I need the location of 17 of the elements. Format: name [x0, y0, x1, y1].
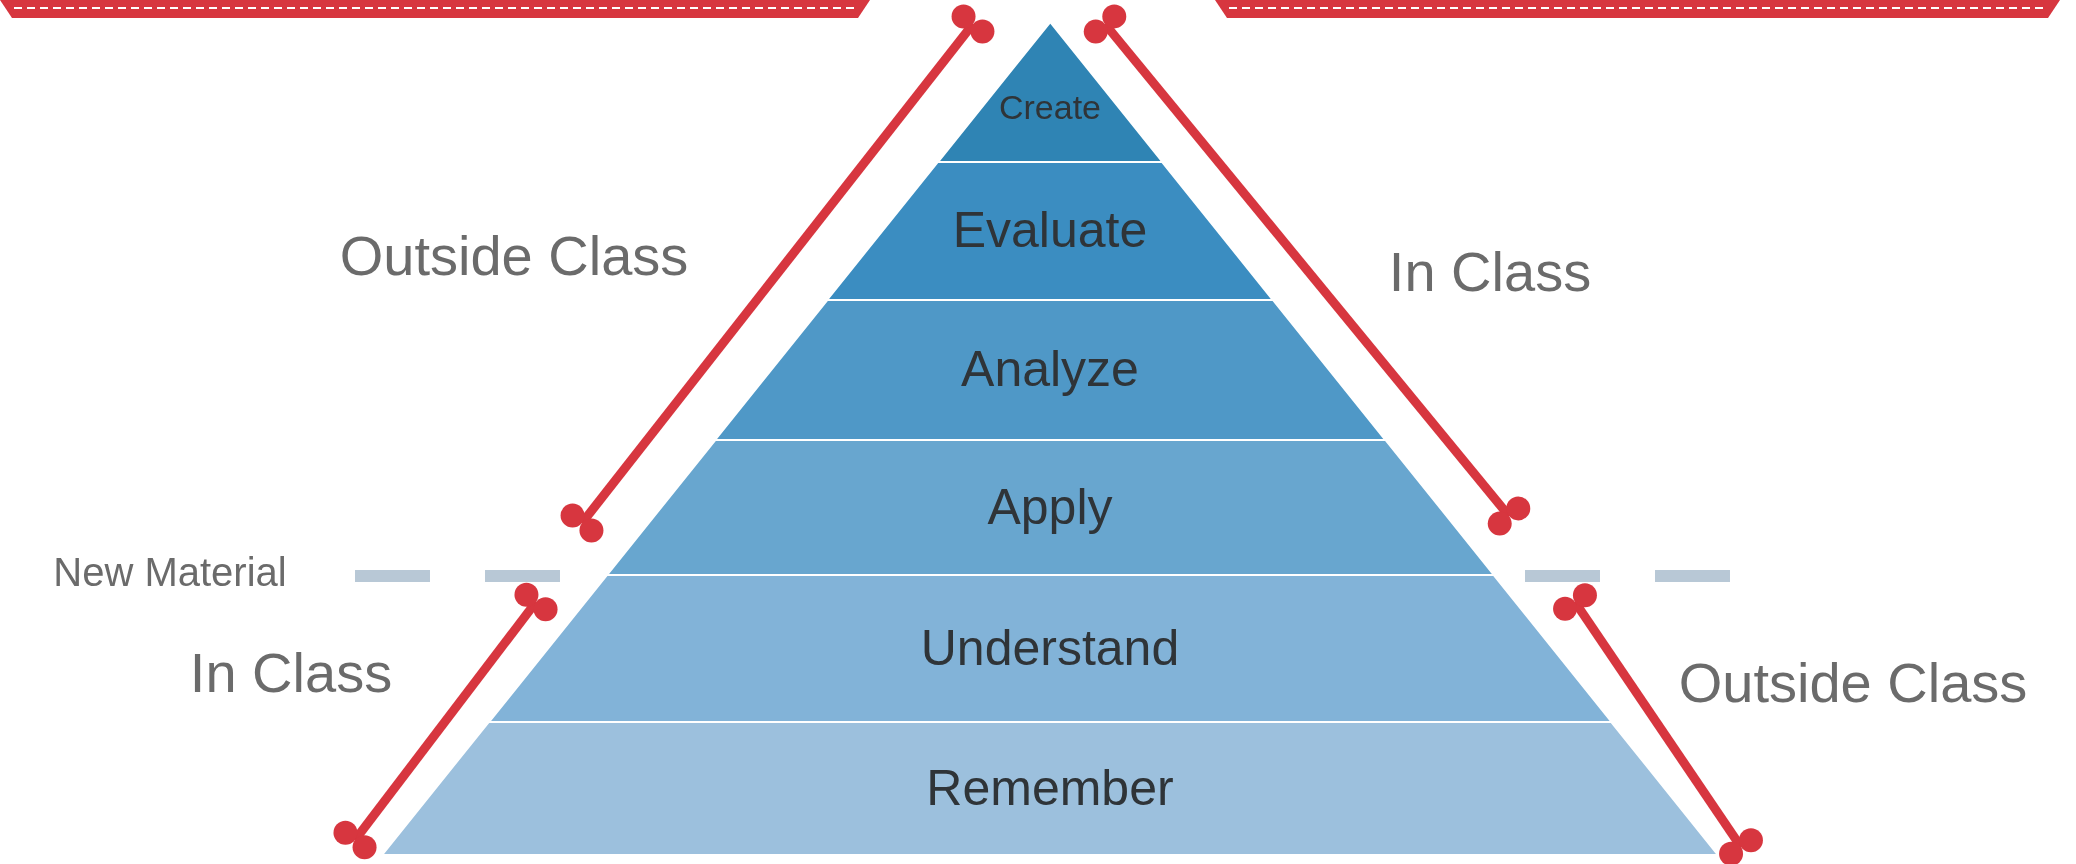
tier-label: Create — [997, 88, 1102, 128]
pyramid-tier — [714, 300, 1386, 440]
side-label: In Class — [189, 639, 393, 705]
tier-label: Remember — [925, 758, 1175, 817]
tier-label: Apply — [986, 477, 1114, 536]
pyramid-tier — [827, 162, 1273, 300]
pyramid-tier — [937, 22, 1163, 162]
side-label: Outside Class — [339, 222, 689, 288]
divider-label: New Material — [53, 549, 287, 595]
tier-label: Understand — [919, 618, 1181, 677]
pyramid-tier — [488, 575, 1612, 722]
pyramid-tier — [382, 722, 1718, 855]
tier-label: Analyze — [960, 340, 1140, 398]
side-label: In Class — [1388, 238, 1592, 304]
tier-label: Evaluate — [951, 201, 1149, 259]
pyramid-tier — [606, 440, 1494, 575]
side-label: Outside Class — [1678, 649, 2028, 715]
